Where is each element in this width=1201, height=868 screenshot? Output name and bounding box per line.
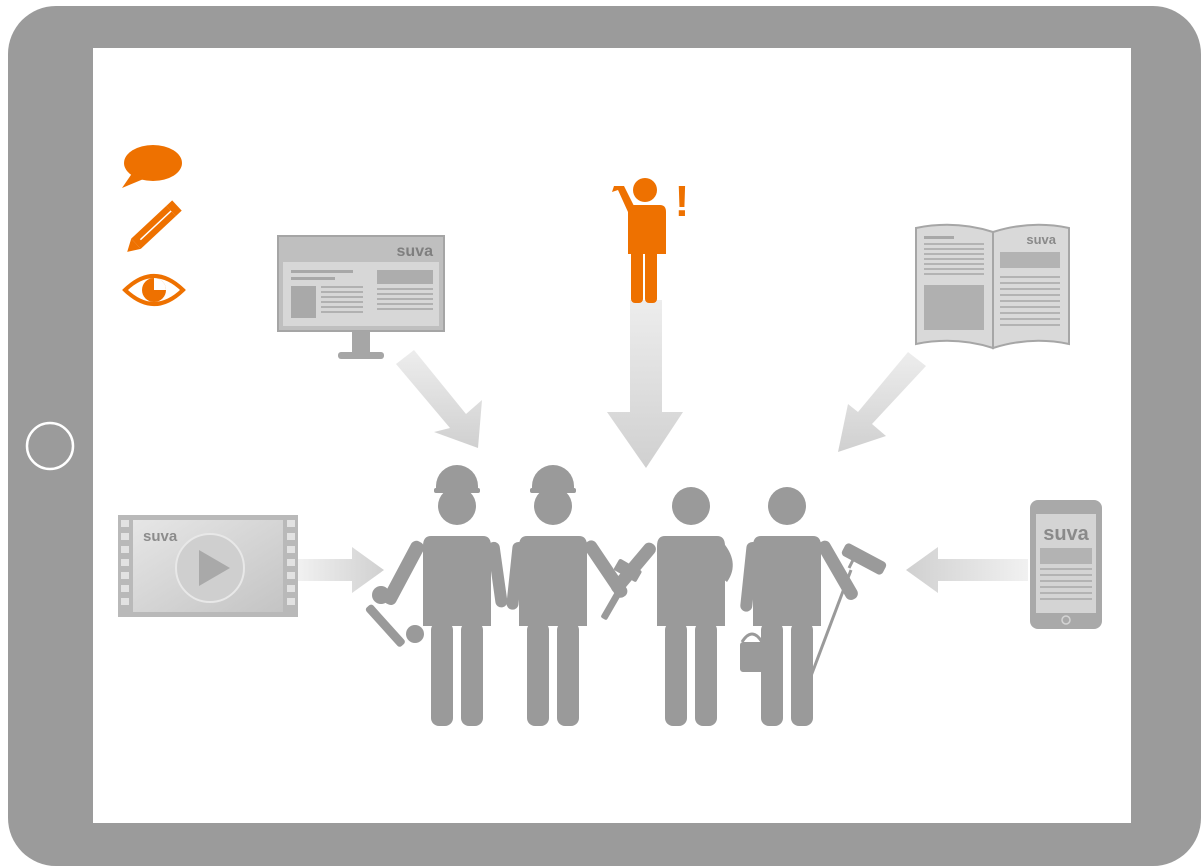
tablet-screen: [93, 48, 1131, 823]
smartphone-icon: [1030, 500, 1102, 629]
brochure-brand-label: suva: [1026, 232, 1056, 247]
video-brand-label: suva: [143, 528, 178, 545]
exclamation-mark: !: [675, 177, 690, 226]
monitor-brand-label: suva: [397, 243, 434, 260]
phone-brand-label: suva: [1043, 523, 1089, 545]
